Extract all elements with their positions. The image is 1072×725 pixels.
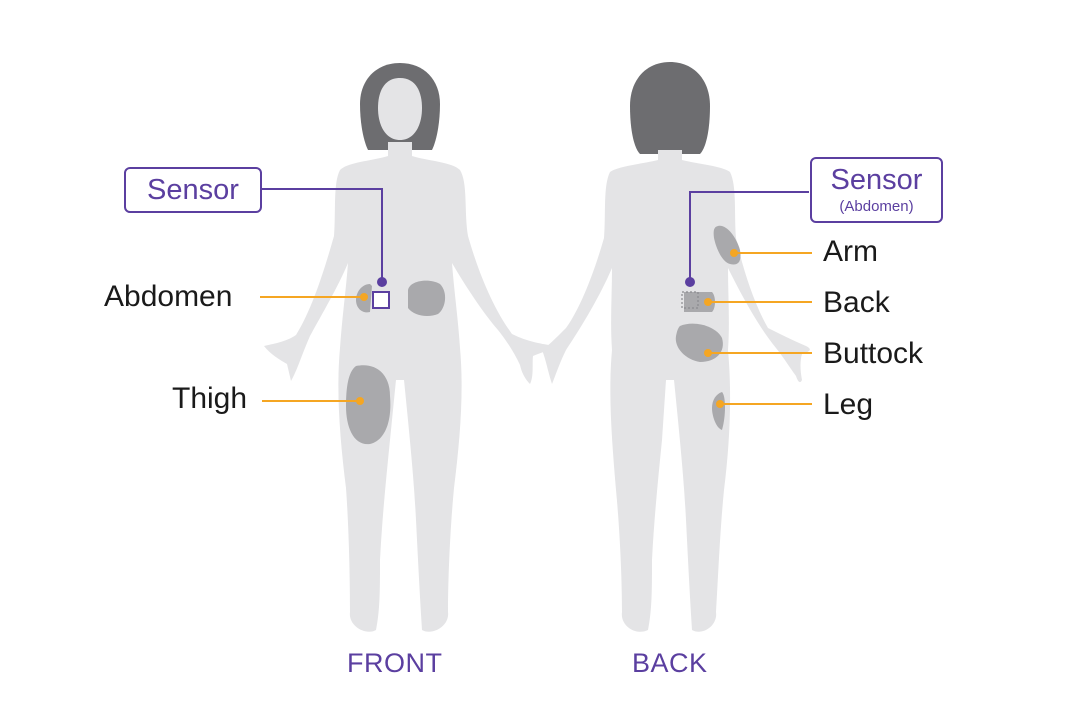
- front-sensor-dot: [377, 277, 387, 287]
- thigh-leader-dot: [356, 397, 364, 405]
- back-body-silhouette: [542, 150, 810, 632]
- back-sensor-sublabel: (Abdomen): [839, 198, 914, 215]
- back-sensor-label: Sensor: [830, 164, 923, 196]
- front-sensor-leader: [261, 188, 383, 281]
- back-sensor-callout: Sensor (Abdomen): [810, 157, 943, 223]
- abdomen-leader-dot: [360, 293, 368, 301]
- front-thigh-site: [346, 365, 391, 445]
- back-sensor-leader: [689, 191, 809, 281]
- back-figure: [542, 62, 810, 632]
- back-sensor-dot: [685, 277, 695, 287]
- front-sensor-callout: Sensor: [124, 167, 262, 213]
- back-leader-dot: [704, 298, 712, 306]
- site-label-thigh: Thigh: [172, 382, 248, 415]
- front-abdomen-site-right: [408, 280, 446, 316]
- front-sensor-square: [372, 291, 390, 309]
- back-sensor-marker: [681, 191, 809, 309]
- back-sensor-square: [681, 291, 699, 309]
- front-view-label: FRONT: [347, 648, 443, 678]
- front-sensor-label: Sensor: [147, 174, 239, 206]
- back-site: [684, 292, 715, 312]
- site-label-back: Back: [823, 286, 890, 319]
- leg-leader-dot: [716, 400, 724, 408]
- buttock-leader-dot: [704, 349, 712, 357]
- front-sensor-marker: [261, 188, 390, 309]
- site-leaders: [260, 249, 812, 408]
- arm-leader-dot: [730, 249, 738, 257]
- site-label-leg: Leg: [823, 388, 874, 421]
- front-injection-sites: [346, 280, 446, 445]
- front-face: [378, 78, 422, 140]
- back-hair: [630, 62, 710, 154]
- back-view-label: BACK: [632, 648, 708, 678]
- site-label-abdomen: Abdomen: [104, 280, 233, 313]
- front-body-silhouette: [264, 142, 556, 632]
- site-label-arm: Arm: [823, 235, 878, 268]
- site-label-buttock: Buttock: [823, 337, 924, 370]
- front-figure: [264, 63, 556, 632]
